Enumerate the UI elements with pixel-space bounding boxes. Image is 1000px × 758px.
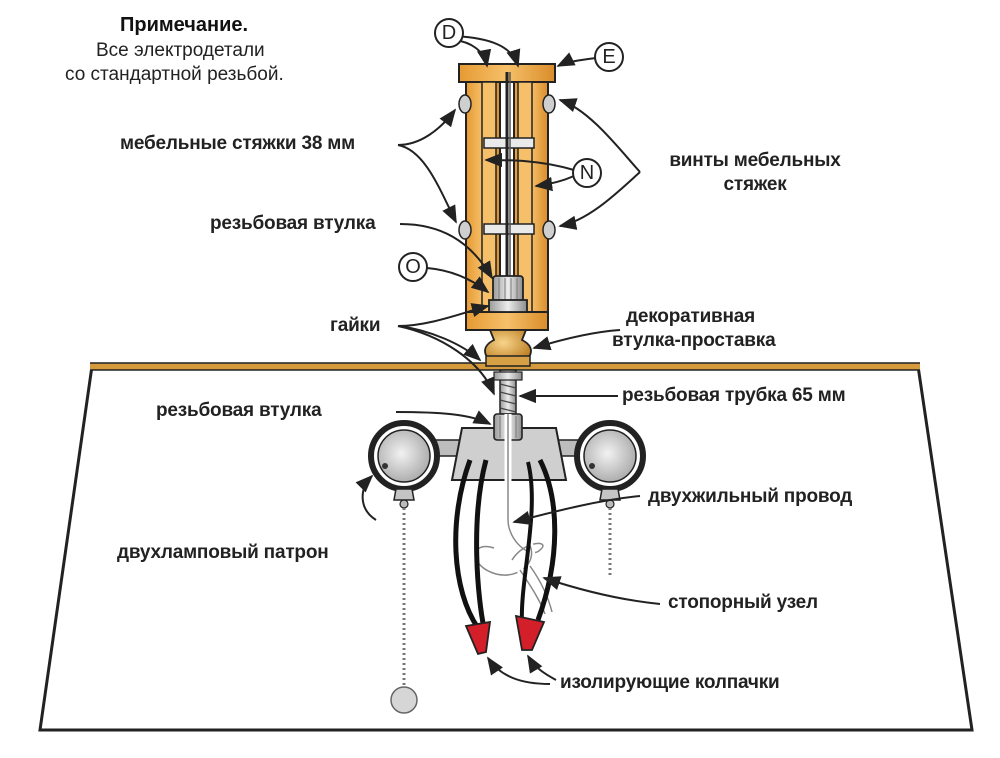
note-line-1: Все электродетали: [96, 40, 265, 61]
insulating-cap-icon: [464, 614, 546, 656]
stand-base: [465, 311, 549, 331]
label-tie-screws-2: стяжек: [723, 174, 787, 195]
note-line-2: со стандартной резьбой.: [65, 64, 284, 85]
pull-chain-knob-icon: [390, 686, 418, 714]
label-decorative-spacer-1: декоративная: [626, 306, 756, 327]
label-stop-knot: стопорный узел: [668, 592, 818, 613]
threaded-bushing-top: [488, 275, 528, 313]
label-insulating-caps: изолирующие колпачки: [560, 672, 780, 693]
label-threaded-tube: резьбовая трубка 65 мм: [622, 385, 846, 406]
decorative-spacer: [484, 329, 532, 367]
label-nuts: гайки: [330, 315, 381, 336]
twin-lamp-holder: [368, 413, 646, 714]
label-threaded-bushing-top: резьбовая втулка: [210, 213, 376, 234]
callout-d: D: [434, 18, 464, 48]
label-two-core-wire: двухжильный провод: [648, 486, 853, 507]
label-threaded-bushing-bottom: резьбовая втулка: [156, 400, 322, 421]
label-furniture-ties: мебельные стяжки 38 мм: [120, 133, 355, 154]
lamp-socket-right-icon: [574, 420, 646, 509]
label-twin-lamp-holder: двухламповый патрон: [117, 542, 329, 563]
callout-e: E: [594, 42, 624, 72]
note-title: Примечание.: [120, 14, 249, 36]
tie-screw-icon: [458, 94, 556, 240]
callout-o: O: [398, 252, 428, 282]
lamp-socket-left-icon: [368, 420, 440, 509]
label-decorative-spacer-2: втулка-проставка: [612, 330, 776, 351]
callout-n: N: [572, 158, 602, 188]
label-tie-screws-1: винты мебельных: [669, 150, 841, 171]
